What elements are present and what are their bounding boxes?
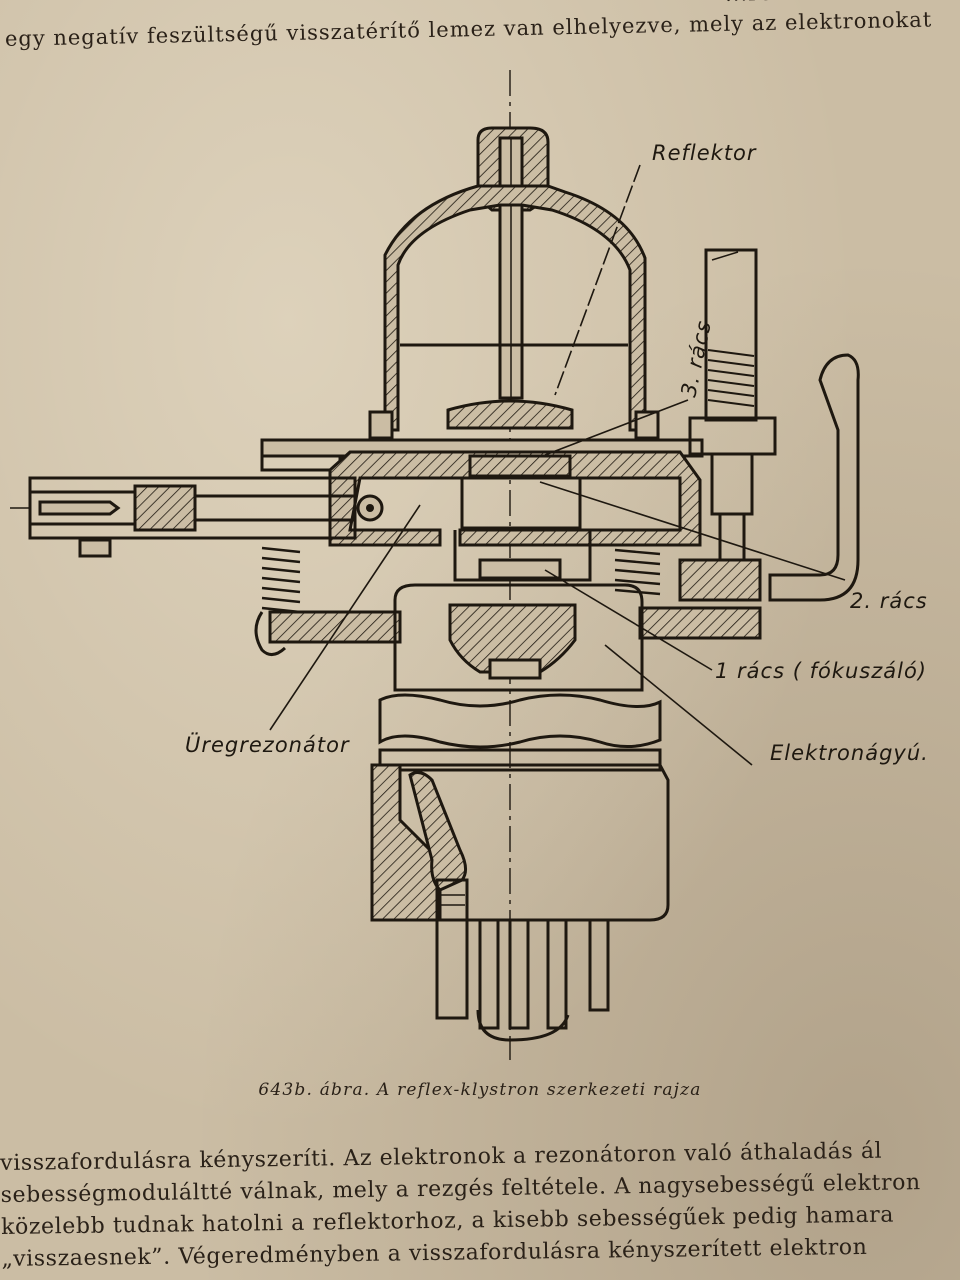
lead-wire (408, 770, 467, 892)
tuning-screw (704, 248, 758, 422)
tuning-lever (768, 353, 860, 602)
reflector-plate (446, 399, 574, 430)
pin-5 (588, 918, 610, 1012)
pin-2 (478, 918, 500, 1030)
base-ring (378, 693, 662, 749)
grid-cylinder (460, 476, 582, 530)
label-reflektor: Reflektor (652, 141, 757, 165)
leader-racs3 (544, 399, 689, 456)
leader-racs1 (544, 569, 713, 671)
dome-envelope (383, 184, 647, 432)
resonator-cavity (328, 450, 702, 547)
label-uregrezonator: Üregrezonátor (185, 732, 350, 757)
screw-thread (707, 349, 755, 407)
pin-3 (508, 918, 530, 1030)
left-spring (261, 546, 301, 614)
leader-racs2 (539, 481, 846, 581)
label-racs3: 3. rács (676, 318, 716, 399)
leader-reflektor (554, 164, 641, 396)
tube-base (370, 763, 670, 922)
right-spring (614, 548, 661, 596)
leader-uregrezonator (269, 504, 421, 731)
figure-caption: 643b. ábra. A reflex-klystron szerkezeti… (258, 1080, 702, 1100)
label-racs2: 2. rács (850, 589, 928, 613)
lower-plate-right (638, 606, 762, 640)
gun-housing (393, 583, 644, 692)
pin-1 (435, 878, 469, 1020)
lower-plate-left (268, 610, 402, 644)
pin-4 (546, 918, 568, 1030)
bottom-paragraph: visszafordulásra kényszeríti. Az elektro… (0, 1135, 960, 1276)
leader-elektronagyu (604, 644, 753, 766)
label-racs1: 1 rács ( fókuszáló) (715, 659, 927, 683)
label-elektronagyu: Elektronágyú. (770, 741, 929, 765)
